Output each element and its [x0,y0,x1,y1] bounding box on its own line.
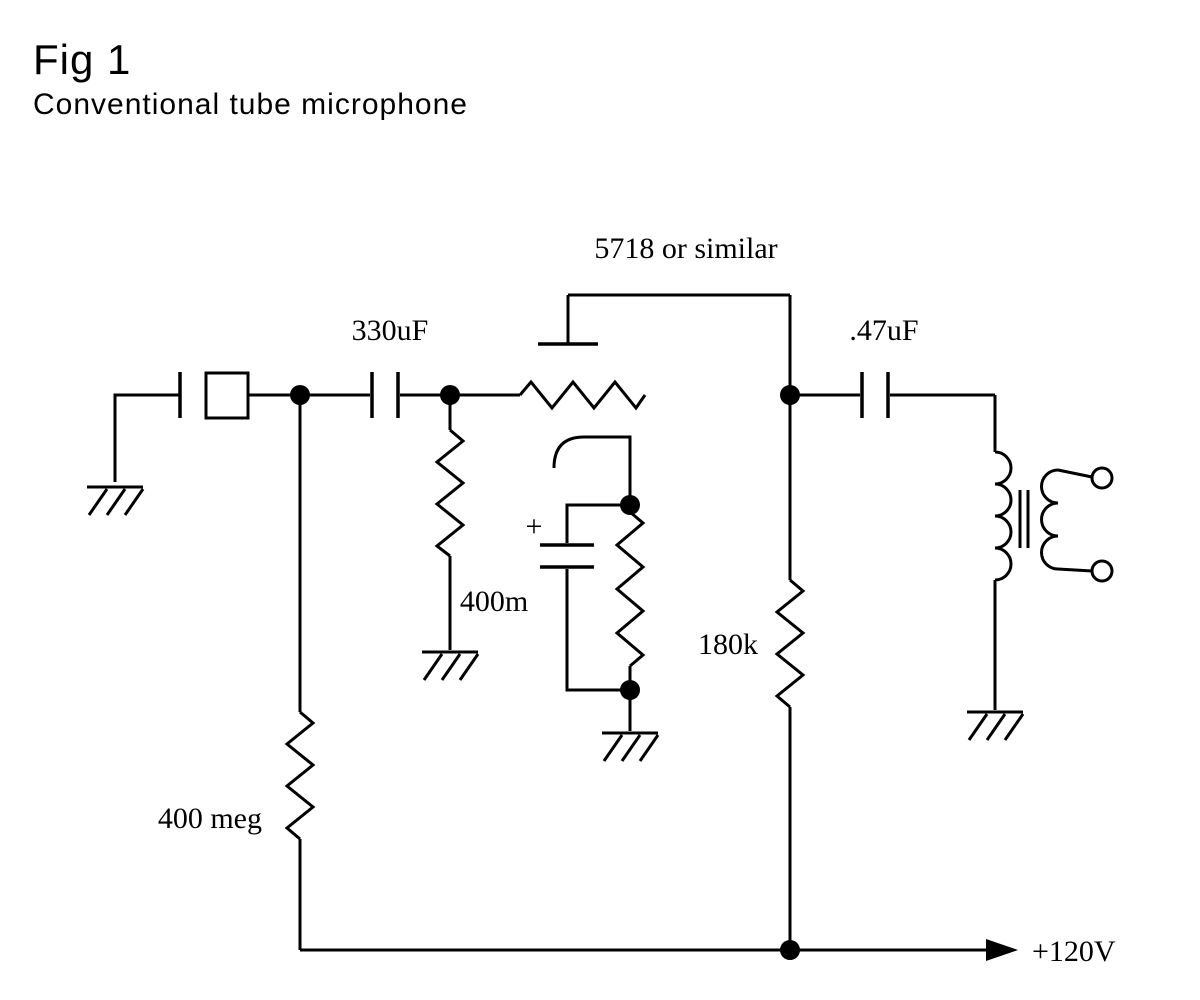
figure-title: Fig 1 [33,36,132,83]
bias-ground-symbol [602,731,660,762]
label-input-cap: 330uF [352,314,429,347]
capsule-ground-wire [113,393,180,482]
tube-filament [552,435,632,505]
label-electrolytic-polarity: + [526,510,543,543]
primary-winding [994,450,1013,582]
resistor-zigzag [434,428,466,558]
grid-leak-resistor [422,400,480,681]
secondary-winding [1040,468,1059,571]
capsule-body [204,371,250,420]
transformer-ground-symbol [967,710,1025,741]
junction-dot-rail-node [780,940,800,960]
transformer-core [1018,490,1030,548]
input-coupling-capacitor [300,372,450,418]
label-polarization-resistor: 400 meg [158,802,262,835]
label-plate-resistor: 180k [698,628,758,661]
capsule-section [87,371,300,516]
resistor-zigzag [284,710,316,841]
tube-plate-top-wire [568,293,792,395]
label-supply: +120V [1032,935,1116,968]
microphone-capsule [178,371,250,420]
resistor-zigzag [774,578,806,709]
figure-subtitle: Conventional tube microphone [33,88,468,121]
bias-resistor-zigzag [614,505,646,690]
filament-bias-network [540,503,660,762]
output-terminal-bottom [1090,559,1114,583]
bypass-cap-bottom-wire [565,569,630,692]
output-coupling-capacitor [790,372,995,418]
label-grid-resistor: 400m [460,585,528,618]
capsule-ground-symbol [87,485,145,516]
tube-5718 [450,293,792,505]
label-output-cap: .47uF [849,314,918,347]
secondary-bottom-lead [1057,567,1093,573]
output-transformer [967,395,1114,741]
capsule-polarization-resistor [284,400,316,950]
grid-leak-ground-symbol [422,650,480,681]
supply-arrow [986,939,1018,961]
secondary-top-lead [1057,468,1093,479]
tube-grid-zigzag [518,379,647,411]
label-tube: 5718 or similar [594,232,777,265]
bypass-cap-top-wire [565,503,630,543]
plate-load-resistor [774,400,806,950]
supply-rail [300,939,1018,961]
output-terminal-top [1090,466,1114,490]
